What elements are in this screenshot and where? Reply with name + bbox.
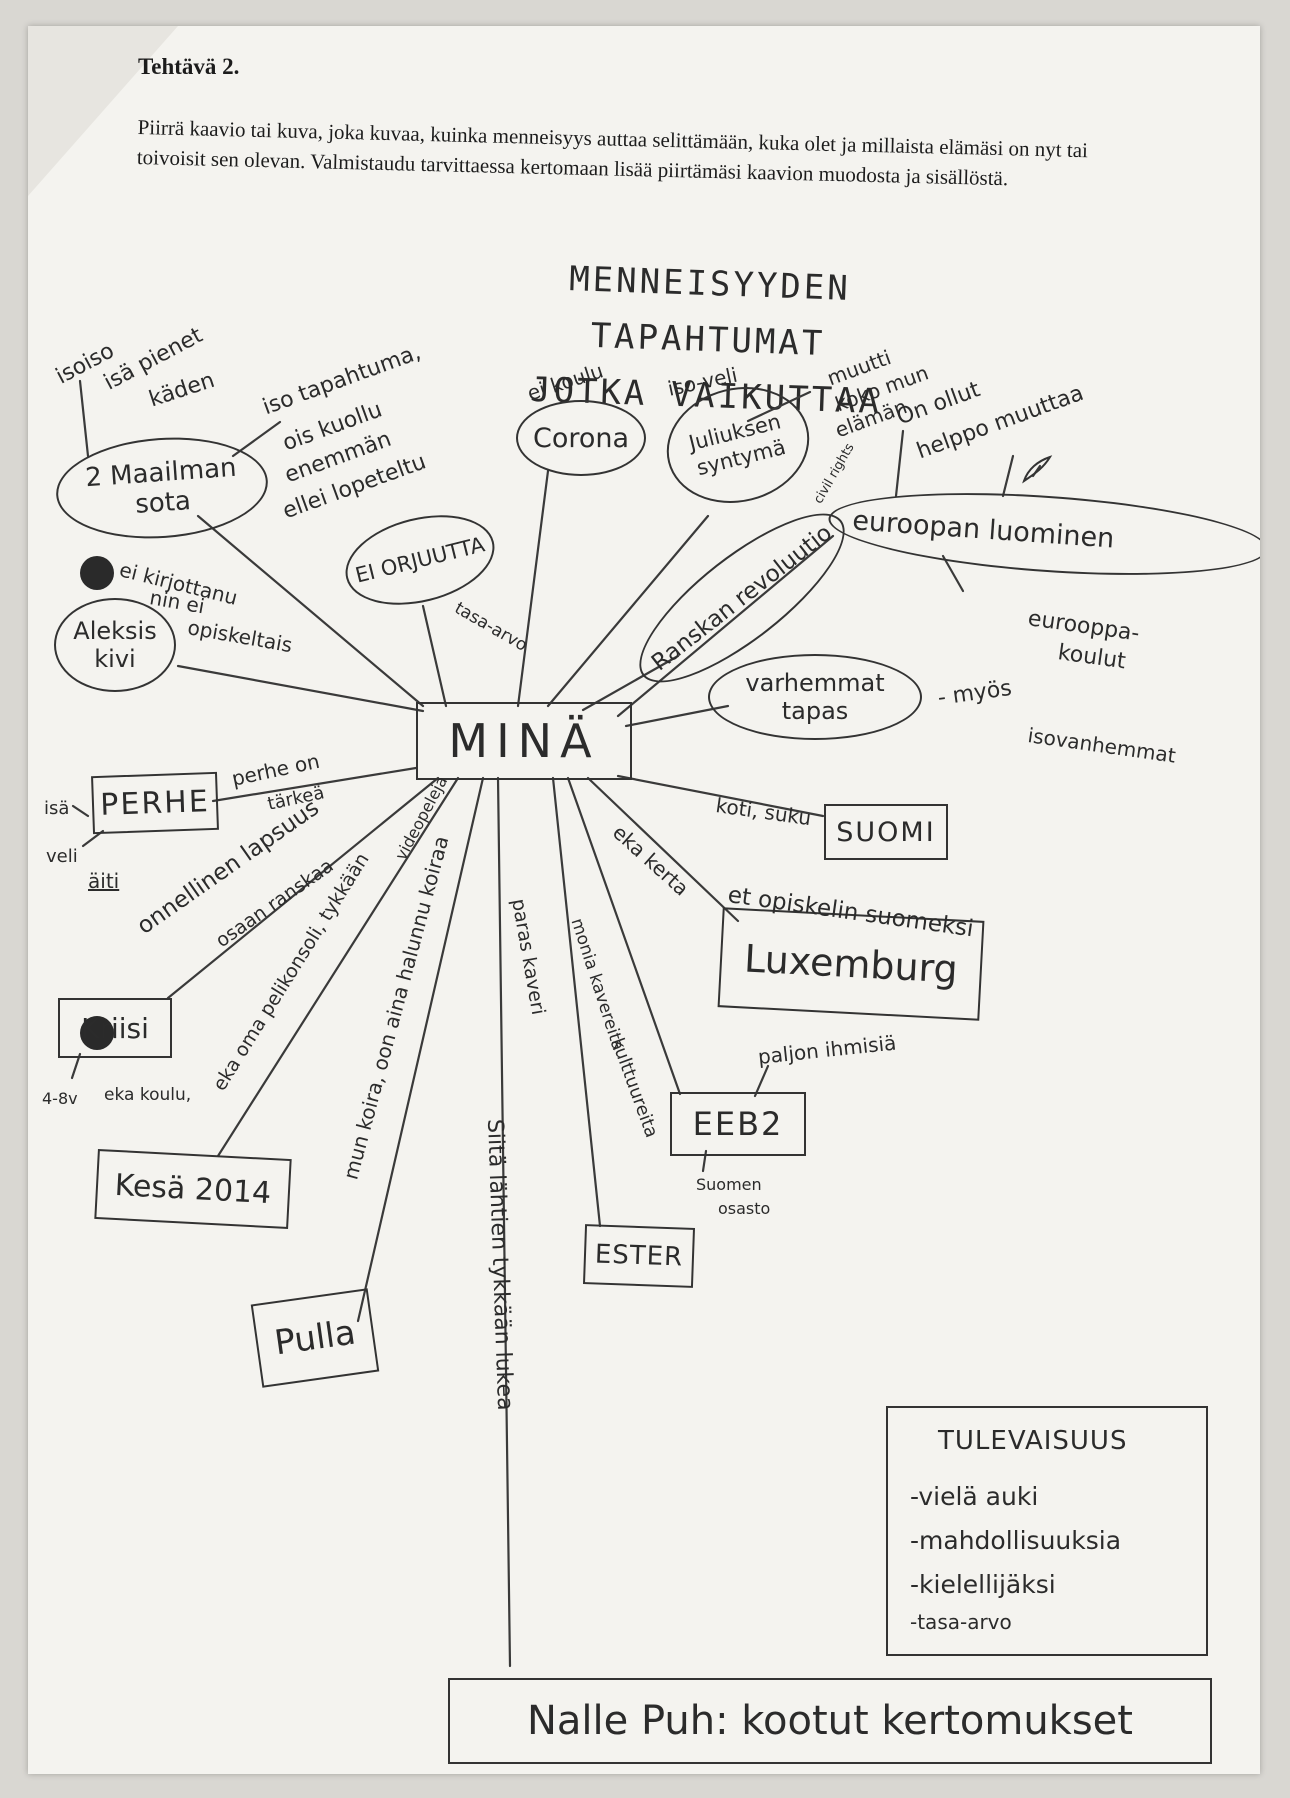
note-ika: 4-8v	[42, 1089, 78, 1108]
line-muutti	[746, 390, 812, 423]
center-node-mina: MINÄ	[416, 702, 632, 780]
line-tapahtuma-note	[231, 420, 282, 458]
node-suomi: SUOMI	[824, 804, 948, 860]
node-pulla: Pulla	[250, 1288, 380, 1388]
line-kriisi	[166, 776, 440, 1000]
line-euroopan	[616, 534, 835, 718]
note-eka-koulu: eka koulu,	[104, 1085, 192, 1105]
node-kriisi: Kriisi	[58, 998, 172, 1058]
note-isa: isä	[44, 798, 70, 819]
node-eeb2: EEB2	[670, 1092, 806, 1156]
note-suomen-osasto-2: osasto	[718, 1199, 771, 1218]
line-sprout	[1001, 454, 1015, 498]
line-veli	[81, 829, 105, 848]
future-item: -kielellijäksi	[910, 1570, 1056, 1599]
future-item: -mahdollisuuksia	[910, 1526, 1122, 1555]
folded-corner	[28, 26, 178, 196]
line-aleksis	[176, 664, 425, 713]
line-eeb2	[566, 776, 682, 1096]
line-isa	[71, 804, 90, 818]
node-aleksis-kivi: Aleksis kivi	[54, 598, 176, 692]
note-aiti: äiti	[88, 869, 120, 893]
line-book	[496, 776, 512, 1668]
line-luxemburg	[586, 776, 740, 923]
punch-hole	[80, 556, 114, 590]
line-perhe	[211, 766, 418, 803]
line-ester	[551, 776, 602, 1228]
line-syntyma	[546, 514, 710, 708]
worksheet-page: Tehtävä 2. Piirrä kaavio tai kuva, joka …	[28, 26, 1260, 1774]
line-suomi	[616, 774, 825, 818]
line-helppo	[894, 429, 905, 498]
node-perhe: PERHE	[91, 771, 219, 835]
line-maailmansota	[196, 514, 425, 708]
note-suomen-osasto-1: Suomen	[696, 1175, 762, 1194]
node-varhemmat-tapas: varhemmat tapas	[708, 654, 922, 740]
line-ranskan	[581, 654, 680, 712]
node-nalle-puh-book: Nalle Puh: kootut kertomukset	[448, 1678, 1212, 1764]
connector-lines	[70, 379, 1042, 1668]
future-item: -tasa-arvo	[910, 1610, 1012, 1634]
future-item: -vielä auki	[910, 1482, 1039, 1511]
line-corona	[516, 469, 550, 708]
task-title: Tehtävä 2.	[138, 54, 240, 79]
sprout-doodle-icon	[1022, 455, 1053, 484]
line-pulla	[356, 776, 485, 1323]
line-orjuus	[421, 604, 448, 708]
line-eurooppa-koulut	[941, 554, 965, 593]
node-corona: Corona	[516, 400, 646, 476]
punch-hole	[80, 1016, 114, 1050]
line-isoisa	[78, 379, 90, 458]
future-title: TULEVAISUUS	[938, 1426, 1128, 1456]
future-box: TULEVAISUUS -vielä auki -mahdollisuuksia…	[886, 1406, 1208, 1656]
node-kesa-2014: Kesä 2014	[94, 1148, 292, 1230]
note-veli: veli	[46, 846, 78, 867]
node-ester: ESTER	[582, 1224, 696, 1288]
line-ika	[70, 1052, 82, 1080]
line-paljon	[753, 1064, 770, 1098]
line-kesa	[216, 776, 460, 1158]
